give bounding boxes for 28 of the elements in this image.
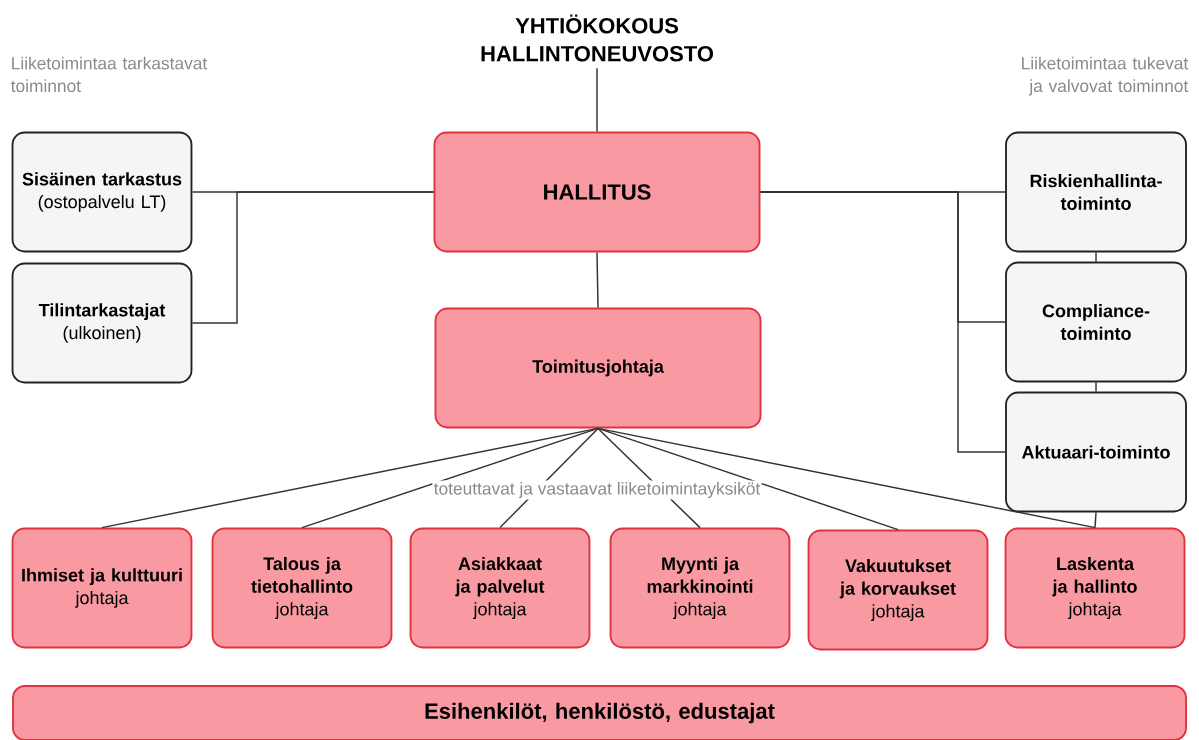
function-box: Compliance-toiminto [1005,261,1187,383]
connector-line [1095,251,1097,263]
board-box: HALLITUS [433,131,761,253]
connector-line [759,191,1006,453]
section-label: Liiketoimintaa tukevat ja valvovat toiminnot [1022,56,1189,96]
unit-box: Talous ja tietohallinto johtaja [211,527,393,649]
connector-line [301,427,599,529]
process-box: Toimitusjohtaja [434,307,762,429]
function-box: Riskienhallinta-toiminto [1005,131,1187,253]
heading-text: YHTIÖKOKOUS HALLINTONEUVOSTO [481,14,713,62]
unit-box: Laskenta ja hallinto johtaja [1004,527,1186,649]
connector-line [1095,381,1097,393]
connector-line [596,251,599,309]
unit-box: Myynti ja markkinointi johtaja [609,527,791,649]
section-label: toteuttavat ja vastaavat liiketoimintayksiköt [432,480,762,500]
function-box: Aktuaari-toiminto [1005,391,1187,513]
function-box: Sisäinen tarkastus (ostopalvelu LT) [11,131,193,253]
function-box: Tilintarkastajat (ulkoinen) [11,262,193,384]
connector-line [597,427,899,531]
staff-band: Esihenkilöt, henkilöstö, edustajat [12,685,1187,740]
connector-line [191,191,435,324]
connector-line [1094,511,1097,529]
unit-box: Vakuutukset ja korvaukset johtaja [807,529,989,651]
unit-box: Ihmiset ja kulttuuri johtaja [11,527,193,649]
unit-box: Asiakkaat ja palvelut johtaja [409,527,591,649]
section-label: Liiketoimintaa tarkastavat toiminnot [11,56,208,93]
connector-line [597,427,1096,529]
connector-line [596,67,598,133]
